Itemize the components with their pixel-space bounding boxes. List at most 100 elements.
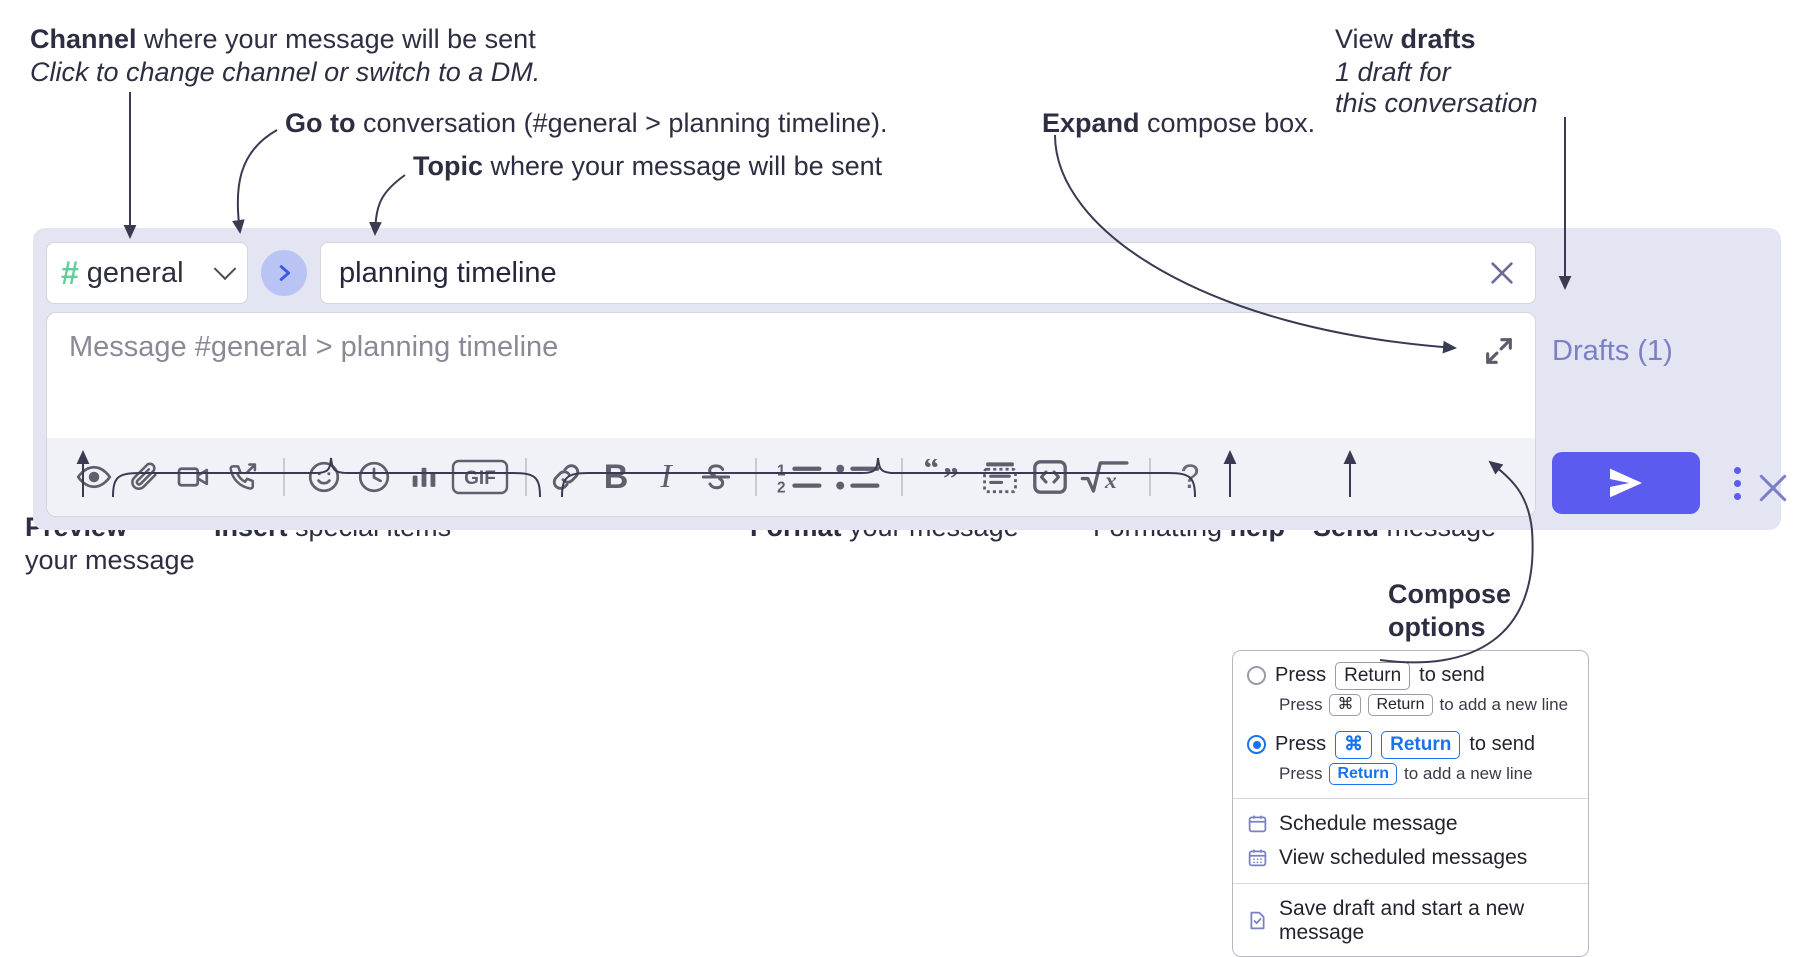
kebab-dot: [1733, 479, 1741, 487]
bold-icon[interactable]: B: [591, 452, 641, 502]
send-button[interactable]: [1552, 452, 1700, 514]
video-icon[interactable]: [169, 452, 219, 502]
radio-cmd-return[interactable]: [1247, 735, 1266, 755]
chevron-down-icon: [213, 257, 237, 281]
menu-divider: [1233, 797, 1588, 799]
key-return: Return: [1381, 730, 1461, 759]
message-input-placeholder[interactable]: Message #general > planning timeline: [69, 331, 559, 363]
svg-text:2: 2: [777, 479, 786, 494]
expand-compose-icon[interactable]: [1481, 333, 1517, 369]
toolbar-separator: [283, 458, 285, 496]
toolbar-separator: [1149, 458, 1151, 496]
compose-panel: # general planning timeline Message #gen…: [33, 228, 1787, 530]
calendar-icon: [1247, 813, 1268, 834]
italic-label: I: [660, 458, 672, 495]
opt1sub-post: to add a new line: [1439, 694, 1569, 714]
key-return: Return: [1368, 693, 1433, 716]
opt1-post: to send: [1419, 664, 1485, 687]
gif-icon[interactable]: GIF: [449, 452, 511, 502]
math-icon[interactable]: x: [1075, 452, 1135, 502]
channel-name-label: general: [86, 256, 184, 289]
help-icon[interactable]: ?: [1165, 452, 1215, 502]
preview-icon[interactable]: [69, 452, 119, 502]
phone-forward-icon[interactable]: [219, 452, 269, 502]
kebab-dot: [1733, 466, 1741, 474]
blockquote-icon[interactable]: “”: [917, 452, 975, 502]
italic-icon[interactable]: I: [641, 452, 691, 502]
key-return: Return: [1329, 762, 1398, 785]
opt1sub-pre: Press: [1279, 694, 1323, 714]
annotation-channel-sub: Click to change channel or switch to a D…: [30, 55, 540, 90]
menu-item-label: Schedule message: [1279, 811, 1458, 835]
svg-text:”: ”: [943, 461, 959, 495]
radio-return[interactable]: [1247, 666, 1266, 686]
compose-options-menu: Press Return to send Press ⌘ Return to a…: [1232, 650, 1589, 957]
kebab-dot: [1733, 492, 1741, 500]
annotation-drafts-sub2: this conversation: [1335, 86, 1538, 121]
compose-options-button[interactable]: [1717, 460, 1757, 506]
menu-item-schedule-message[interactable]: Schedule message: [1233, 807, 1588, 841]
toolbar-separator: [755, 458, 757, 496]
svg-text:“: “: [924, 459, 940, 486]
compose-header-row: # general planning timeline: [46, 242, 1536, 304]
topic-field[interactable]: planning timeline: [320, 242, 1536, 304]
annotation-goto: Go to conversation (#general > planning …: [285, 106, 888, 141]
menu-divider: [1233, 882, 1588, 884]
send-option-cmd-return[interactable]: Press ⌘ Return to send: [1233, 728, 1588, 762]
bullet-list-icon[interactable]: [829, 452, 887, 502]
annotation-goto-rest: conversation (#general > planning timeli…: [355, 108, 888, 138]
annotation-goto-bold: Go to: [285, 108, 356, 138]
annotation-channel-rest: where your message will be sent: [136, 24, 536, 54]
key-cmd: ⌘: [1335, 730, 1373, 759]
hash-icon: #: [61, 255, 79, 291]
annotation-drafts-sub1: 1 draft for: [1335, 55, 1451, 90]
drafts-link[interactable]: Drafts (1): [1552, 335, 1673, 367]
bold-label: B: [603, 458, 629, 496]
annotation-topic-bold: Topic: [413, 151, 483, 181]
annotation-expand-bold: Expand: [1042, 108, 1140, 138]
send-option-return[interactable]: Press Return to send: [1233, 659, 1588, 693]
menu-item-label: Save draft and start a new message: [1279, 896, 1525, 944]
annotation-topic-rest: where your message will be sent: [483, 151, 883, 181]
svg-text:1: 1: [777, 462, 786, 479]
annotation-drafts-sub2-text: this conversation: [1335, 88, 1538, 118]
annotation-compose-options-bold2: options: [1388, 612, 1486, 642]
clock-icon[interactable]: [349, 452, 399, 502]
goto-conversation-button[interactable]: [261, 250, 307, 296]
strikethrough-icon[interactable]: [691, 452, 741, 502]
annotation-expand-rest: compose box.: [1139, 108, 1316, 138]
menu-item-save-draft[interactable]: Save draft and start a new message: [1233, 892, 1588, 950]
toolbar-separator: [901, 458, 903, 496]
annotation-compose-options-bold1: Compose: [1388, 579, 1512, 609]
annotation-preview-sub-text: your message: [25, 545, 195, 575]
clear-topic-icon[interactable]: [1485, 256, 1519, 290]
channel-selector[interactable]: # general: [46, 242, 248, 304]
annotation-compose-options-1: Compose: [1388, 577, 1511, 612]
annotation-channel: Channel where your message will be sent: [30, 22, 536, 57]
annotation-drafts-pre: View: [1335, 24, 1401, 54]
link-icon[interactable]: [541, 452, 591, 502]
annotation-compose-options-2: options: [1388, 610, 1485, 645]
compose-inner: # general planning timeline Message #gen…: [46, 242, 1536, 517]
opt2-pre: Press: [1275, 733, 1327, 756]
key-cmd: ⌘: [1329, 693, 1362, 716]
file-check-icon: [1247, 910, 1268, 931]
code-icon[interactable]: [1025, 452, 1075, 502]
message-compose-box[interactable]: Message #general > planning timeline: [46, 312, 1536, 517]
code-block-icon[interactable]: [975, 452, 1025, 502]
key-return: Return: [1335, 662, 1411, 690]
close-compose-icon[interactable]: [1753, 468, 1793, 508]
calendar-grid-icon: [1247, 847, 1268, 868]
send-option-return-sub: Press ⌘ Return to add a new line: [1233, 693, 1588, 721]
poll-icon[interactable]: [399, 452, 449, 502]
attachment-icon[interactable]: [119, 452, 169, 502]
toolbar-separator: [525, 458, 527, 496]
emoji-icon[interactable]: [299, 452, 349, 502]
opt2-post: to send: [1469, 733, 1535, 756]
annotation-preview-sub: your message: [25, 543, 195, 578]
annotation-channel-bold: Channel: [30, 24, 137, 54]
annotation-drafts: View drafts: [1335, 22, 1476, 57]
send-arrow-icon: [1610, 468, 1642, 498]
menu-item-view-scheduled-messages[interactable]: View scheduled messages: [1233, 841, 1588, 875]
